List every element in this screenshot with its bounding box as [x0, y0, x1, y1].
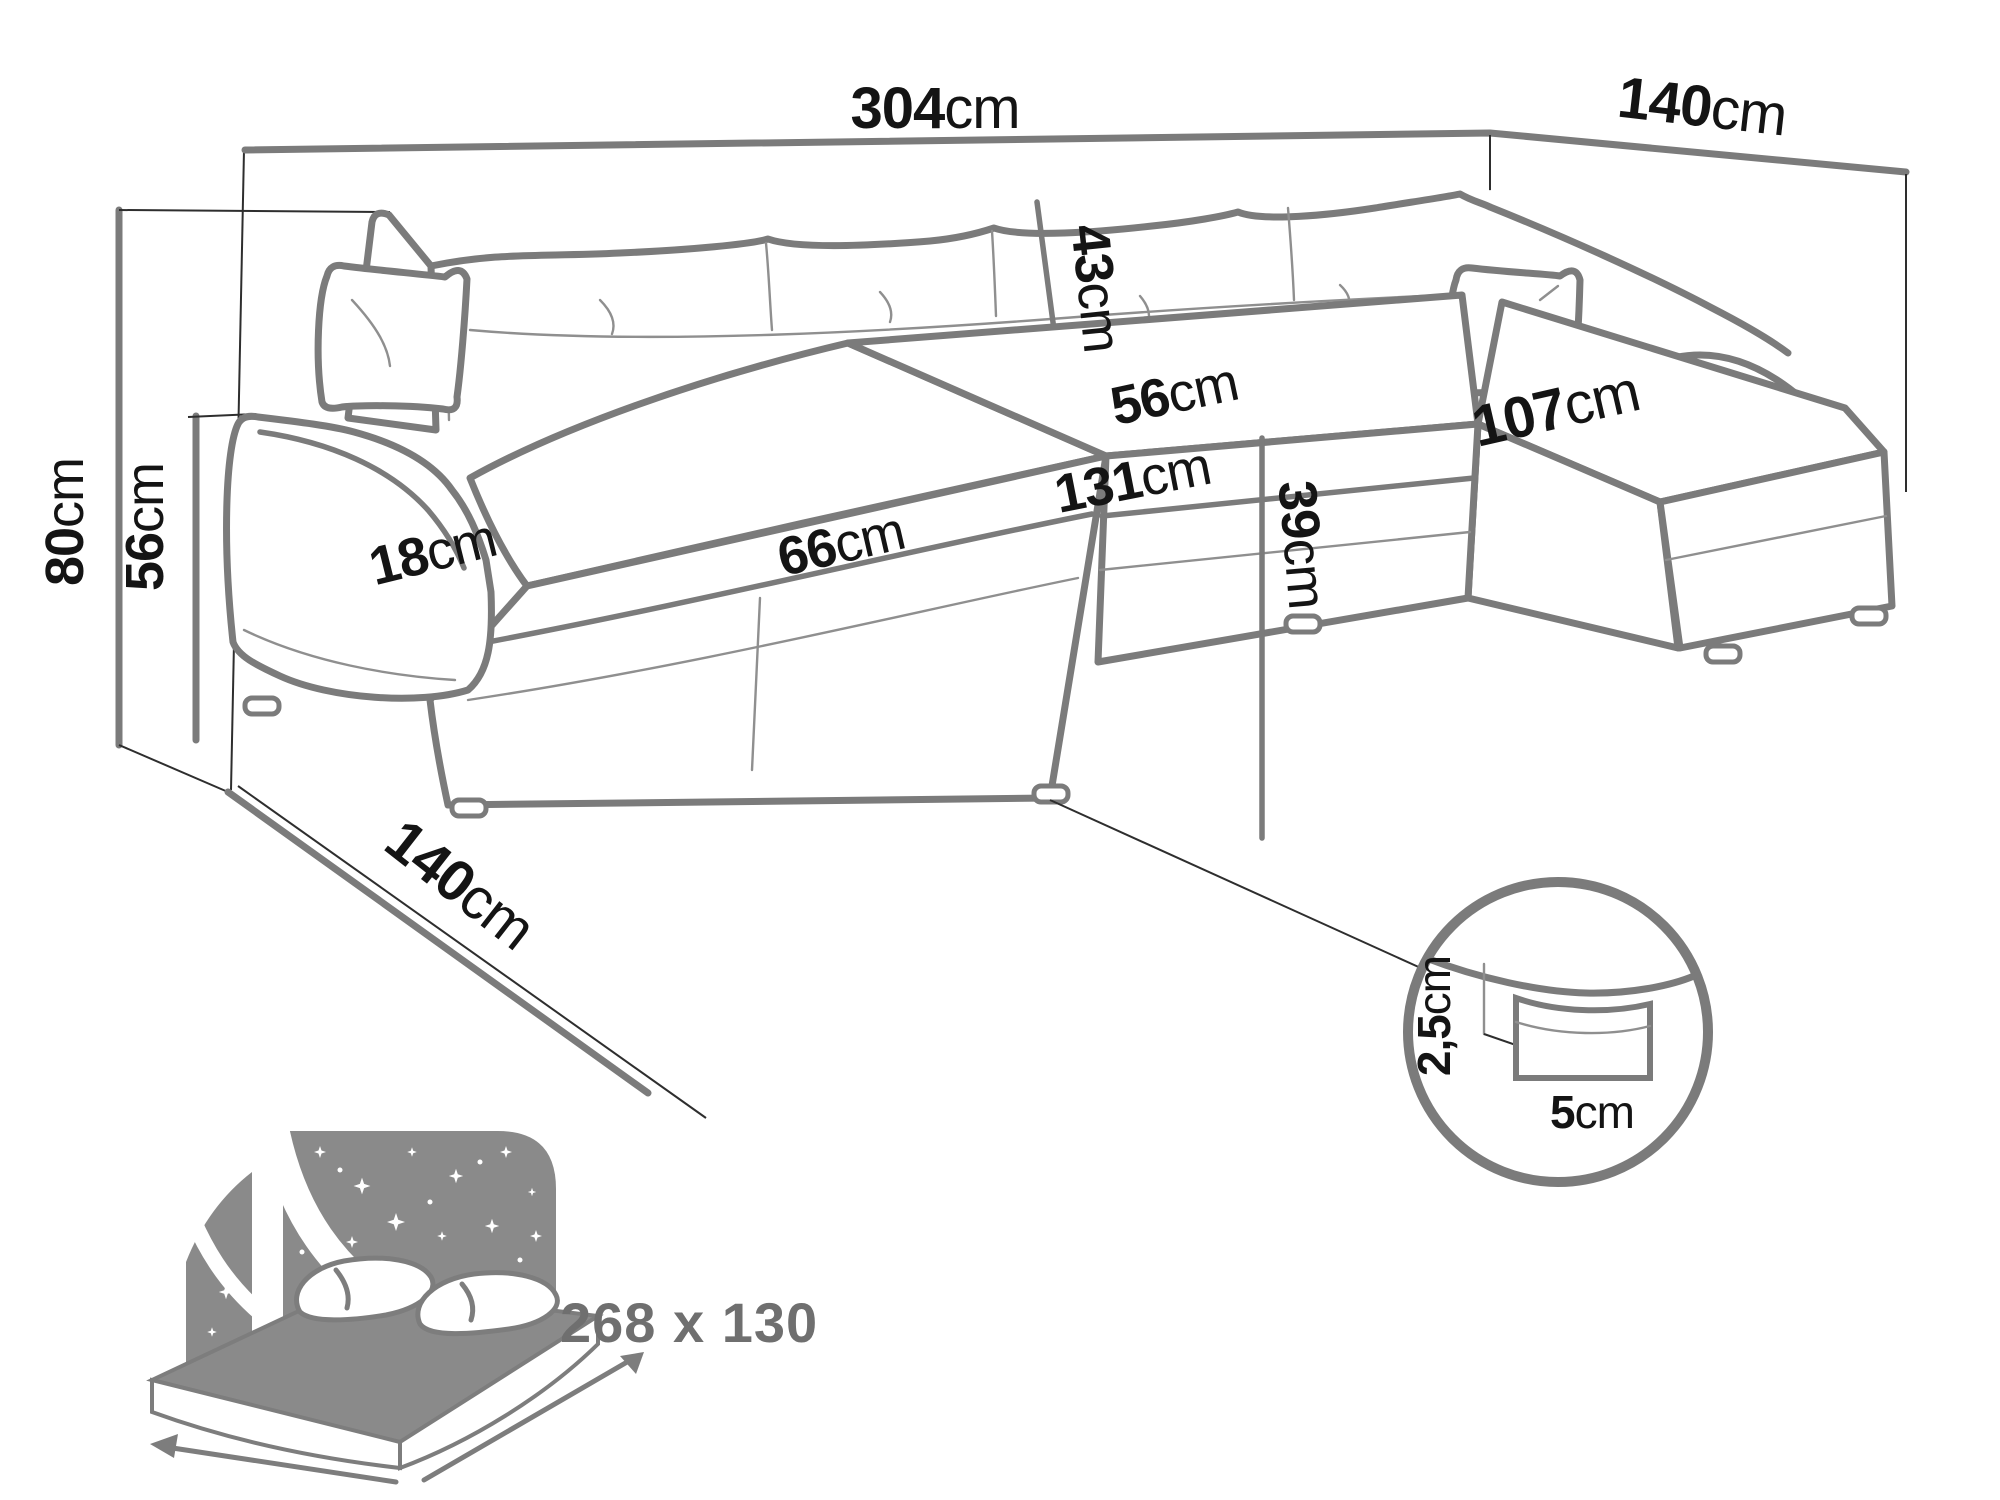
dimension-leg-height: 2,5cm — [1408, 956, 1460, 1076]
dimension-left-seat-width: 66cm — [772, 501, 910, 588]
sofa-leg — [1849, 605, 1889, 627]
arrow-head-right — [620, 1352, 644, 1374]
left-chaise-crease — [750, 596, 762, 772]
dimension-overall-height: 80cm — [35, 458, 95, 586]
left-armrest — [223, 412, 495, 702]
sofa-leg — [1283, 613, 1323, 635]
dimension-seat-height: 39cm — [1266, 478, 1337, 611]
sofa-leg — [449, 797, 489, 819]
floor-front-edge — [237, 785, 707, 1119]
backrest-right-edge — [1486, 203, 1792, 357]
left-depth-dimension-line — [224, 788, 652, 1097]
sleeping-area-size: 268 x 130 — [560, 1291, 818, 1354]
height-tick-line — [118, 209, 391, 213]
dimension-armrest-height: 56cm — [115, 463, 175, 591]
cushion-divider-2 — [990, 229, 998, 318]
right-chaise-seam — [1664, 514, 1888, 562]
bed-pillow-left — [294, 1255, 436, 1323]
bed-right-side — [398, 1312, 600, 1471]
left-throw-pillow — [314, 262, 471, 414]
dimension-left-side-depth: 140cm — [373, 807, 546, 962]
sofa-drawing — [223, 190, 1896, 970]
left-armrest-band — [257, 429, 467, 571]
left-chaise-cushion-seam — [485, 511, 1095, 645]
cushion-crease — [878, 290, 893, 324]
bed-length-arrow — [421, 1355, 637, 1483]
sofa-leg — [1031, 783, 1071, 805]
bed-width-arrow — [163, 1444, 399, 1485]
left-chaise-seam-thin — [466, 576, 1080, 702]
backrest-top-edge — [427, 190, 1494, 270]
floor-corner-line — [118, 744, 229, 793]
sofa-leg — [1703, 643, 1743, 665]
magnified-sofa-bottom — [1422, 954, 1698, 997]
moon-swoosh-small — [167, 1165, 287, 1337]
magnified-leg-seam — [1514, 1020, 1652, 1035]
sofa-bed-icon: 268 x 130 — [146, 1115, 818, 1485]
pillow-crease — [350, 298, 392, 368]
dimension-right-side-depth: 140cm — [1615, 65, 1790, 149]
pillow-crease — [459, 1281, 476, 1323]
dimension-leg-width: 5cm — [1550, 1086, 1634, 1138]
dimension-total-width: 304cm — [850, 76, 1019, 141]
cushion-divider-1 — [764, 241, 774, 332]
arrow-head-left — [150, 1434, 178, 1458]
middle-front-face — [1094, 420, 1482, 666]
leg-detail-magnifier: 2,5cm 5cm — [1403, 877, 1713, 1187]
pillow-crease — [333, 1267, 351, 1311]
middle-seam-thin — [1098, 530, 1472, 572]
room-top-wall-edge — [241, 129, 1910, 176]
dimension-backrest-height: 43cm — [1059, 221, 1132, 355]
bed-front-side — [150, 1377, 402, 1471]
cushion-crease — [598, 298, 615, 336]
cushion-divider-3 — [1286, 206, 1296, 302]
room-outline — [115, 129, 1910, 1119]
left-armrest-front-seam — [242, 628, 457, 682]
magnified-leg — [1513, 993, 1653, 1081]
right-chaise-end-face — [1656, 448, 1896, 652]
sofa-leg — [242, 695, 282, 717]
middle-cushion-seam — [1099, 475, 1477, 519]
pillow-crease — [1538, 284, 1560, 302]
bed-pillow-right — [415, 1270, 560, 1337]
dimension-seat-depth: 56cm — [1105, 352, 1243, 437]
leg-callout-line — [1049, 799, 1424, 970]
